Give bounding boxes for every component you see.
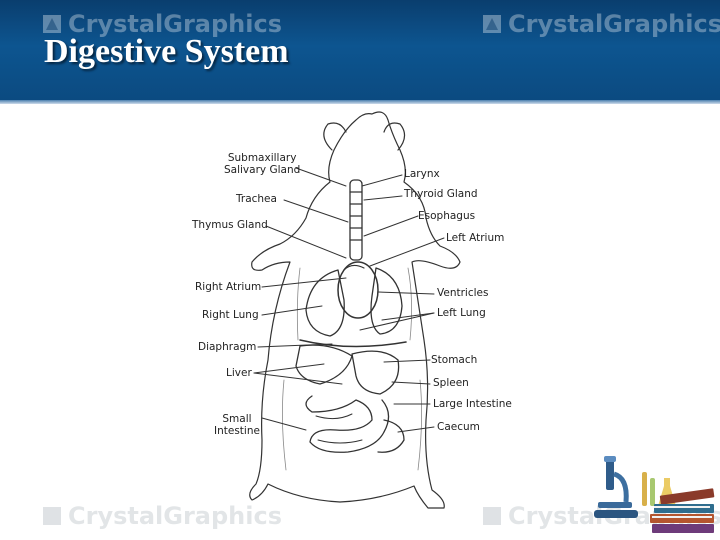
- rat-body-outline: [249, 111, 461, 509]
- label-thyroid-gland: Thyroid Gland: [404, 188, 478, 200]
- crystal-logo-icon: [43, 507, 61, 525]
- intestine-shape: [305, 395, 390, 453]
- trachea-shape: [349, 179, 363, 261]
- label-small-intestine: Small Intestine: [214, 413, 260, 437]
- crystal-logo-icon: [483, 507, 501, 525]
- label-right-atrium: Right Atrium: [195, 281, 262, 293]
- title-banner: CrystalGraphics CrystalGraphics Digestiv…: [0, 0, 720, 102]
- label-liver: Liver: [226, 367, 252, 379]
- book-stack-icon: [650, 488, 715, 533]
- label-right-lung: Right Lung: [202, 309, 259, 321]
- stomach-shape: [351, 350, 400, 395]
- label-trachea: Trachea: [236, 193, 277, 205]
- watermark-top-right: CrystalGraphics: [482, 10, 720, 38]
- label-left-atrium: Left Atrium: [446, 232, 505, 244]
- label-left-lung: Left Lung: [437, 307, 486, 319]
- slide-title: Digestive System: [44, 33, 289, 70]
- label-thymus-gland: Thymus Gland: [192, 219, 268, 231]
- watermark-top-left: CrystalGraphics: [42, 10, 282, 38]
- banner-edge: [0, 100, 720, 104]
- caecum-shape: [377, 419, 405, 453]
- watermark-bottom-left: CrystalGraphics: [42, 502, 282, 530]
- label-large-intestine: Large Intestine: [433, 398, 512, 410]
- label-esophagus: Esophagus: [418, 210, 476, 222]
- label-spleen: Spleen: [433, 377, 469, 389]
- label-diaphragm: Diaphragm: [198, 341, 257, 353]
- rat-ear-right: [383, 122, 406, 151]
- label-caecum: Caecum: [437, 421, 480, 433]
- label-submaxillary-gland: Submaxillary Salivary Gland: [224, 152, 301, 176]
- lab-equipment-icon: [594, 456, 715, 533]
- diaphragm-shape: [299, 339, 407, 348]
- heart-shape: [337, 261, 379, 319]
- label-ventricles: Ventricles: [437, 287, 489, 299]
- rat-ear-left: [323, 122, 347, 151]
- crystal-logo-icon: [483, 15, 501, 33]
- crystal-logo-icon: [43, 15, 61, 33]
- label-larynx: Larynx: [404, 168, 440, 180]
- left-lung-shape: [370, 267, 403, 335]
- right-lung-shape: [305, 269, 345, 337]
- label-stomach: Stomach: [431, 354, 478, 366]
- microscope-icon: [594, 456, 638, 518]
- liver-shape: [295, 344, 353, 385]
